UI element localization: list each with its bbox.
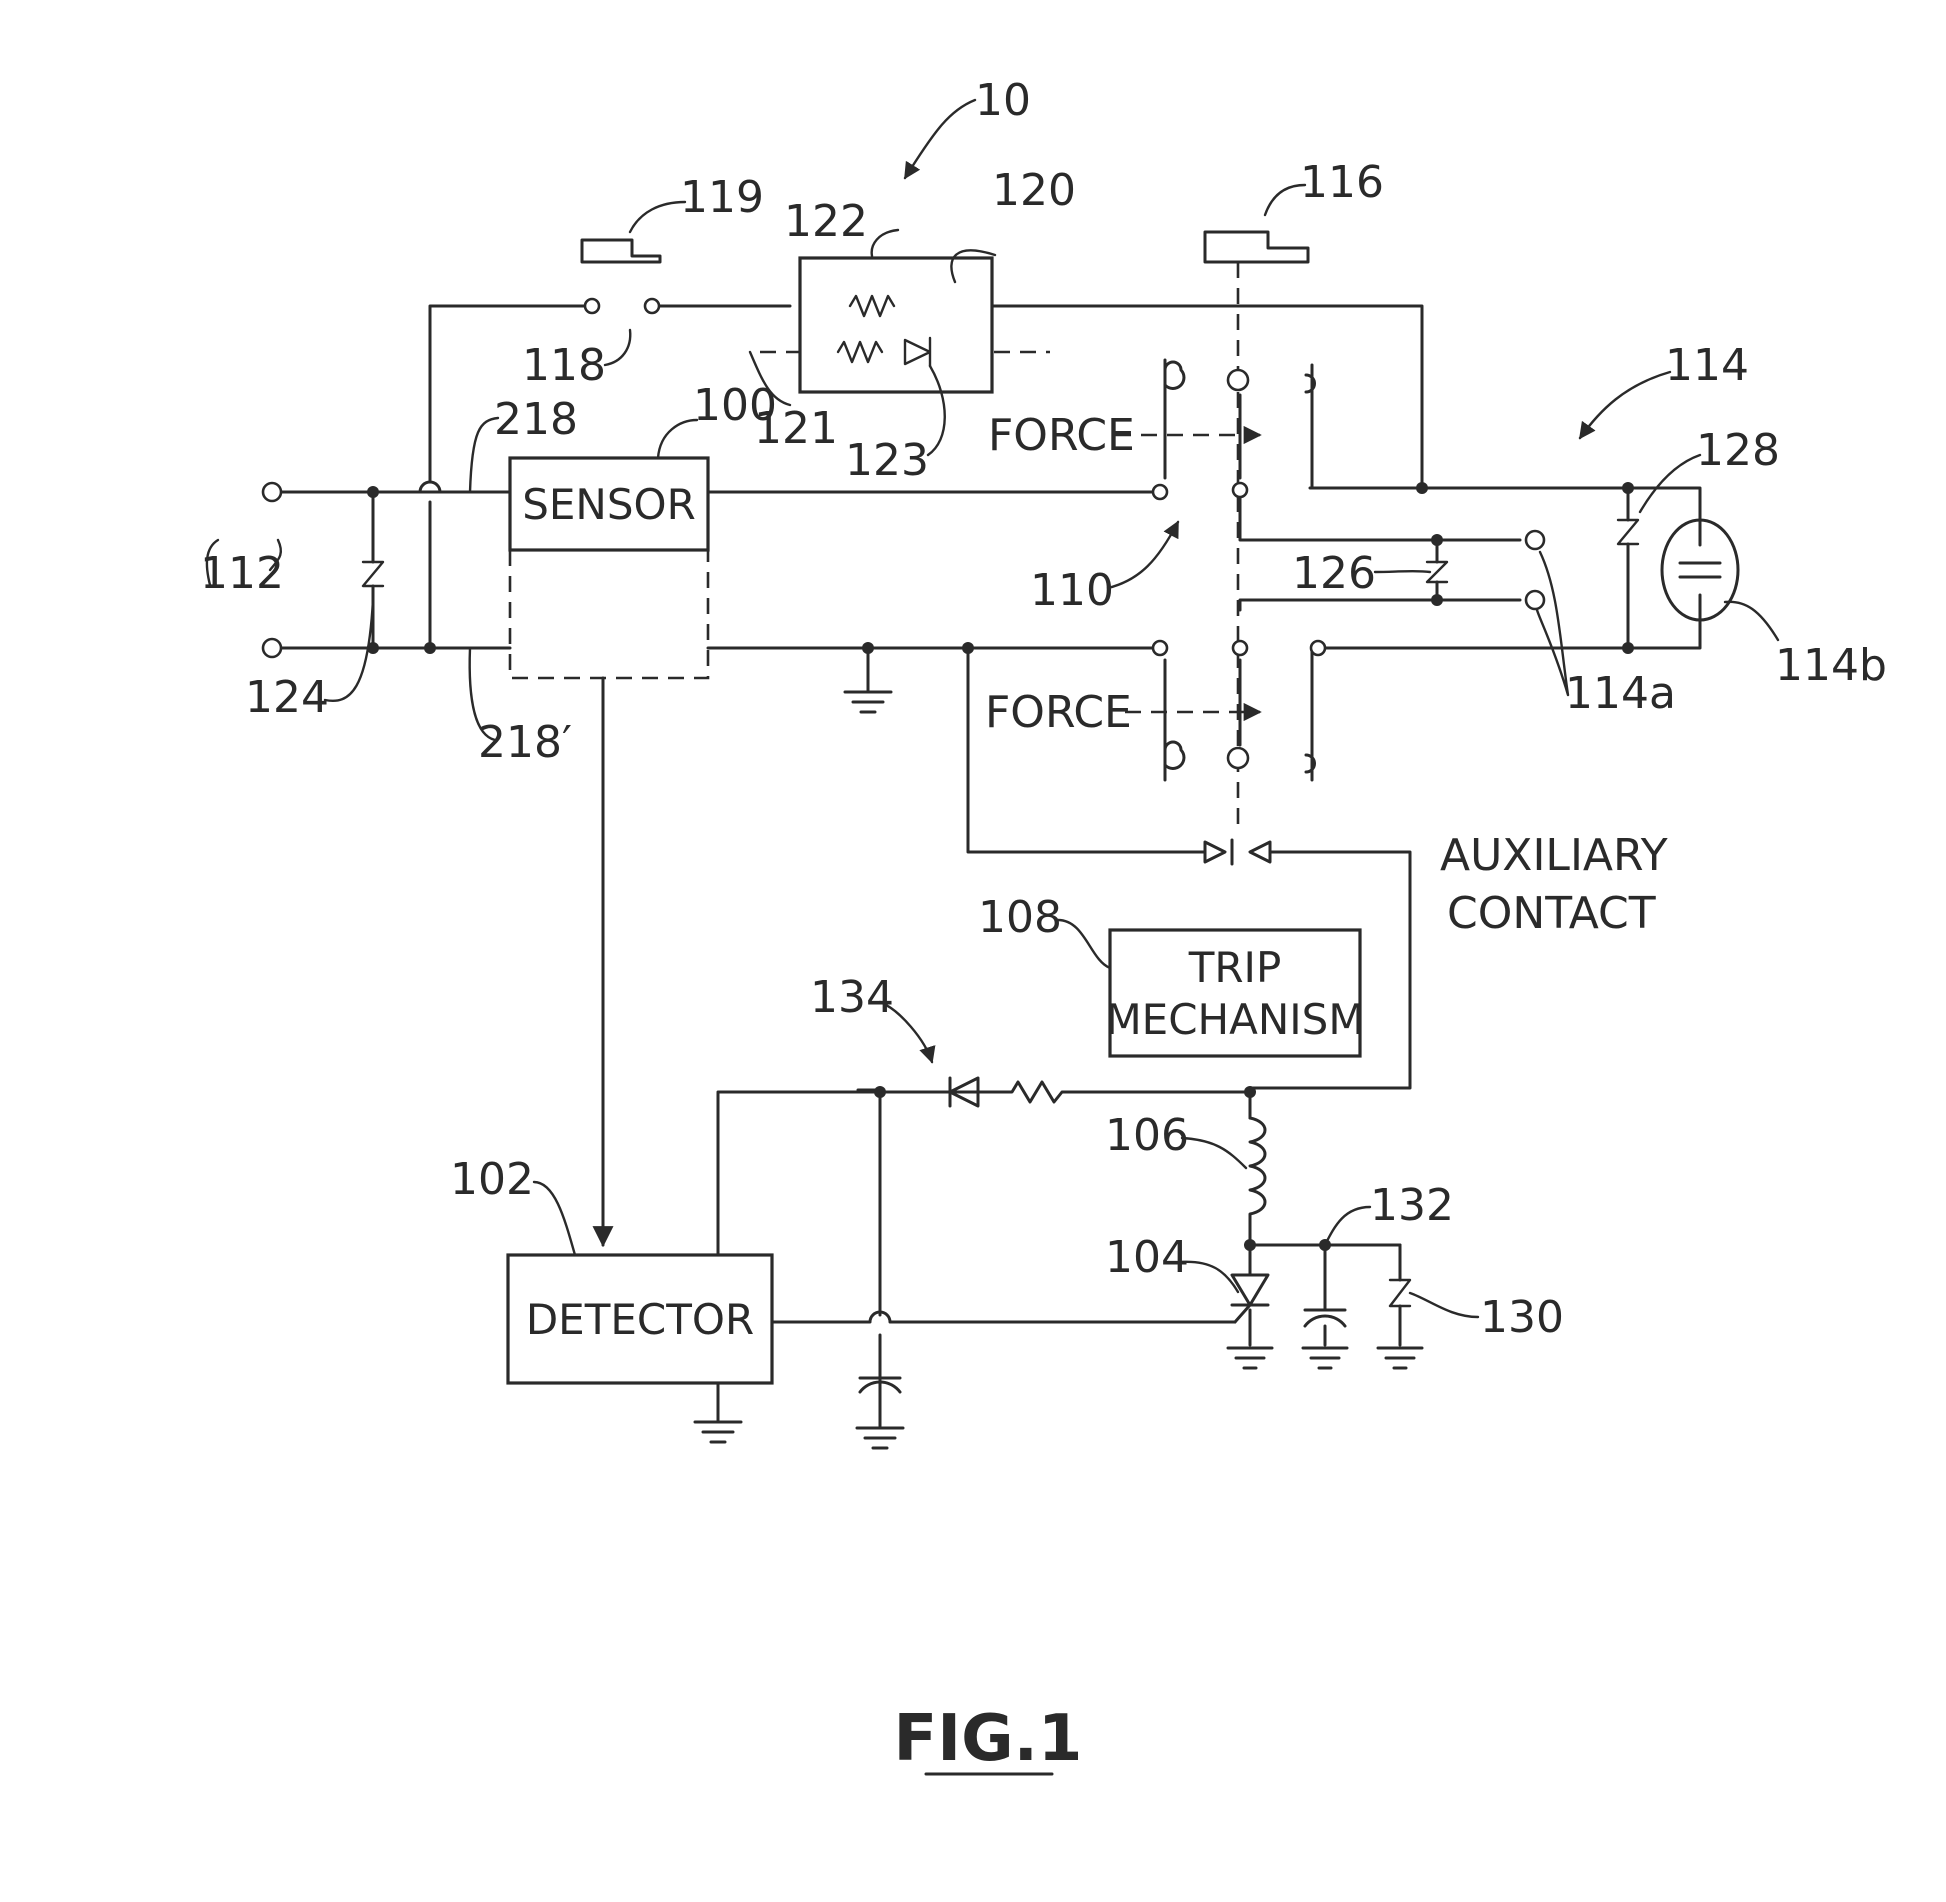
- detector-block: DETECTOR: [508, 1255, 772, 1383]
- ref-134: 134: [810, 972, 894, 1023]
- ref-106: 106: [1105, 1110, 1189, 1161]
- test-button-119: [582, 240, 660, 262]
- test-circuit-120: [800, 258, 992, 392]
- ref-218-prime: 218′: [478, 717, 572, 768]
- ref-10: 10: [975, 75, 1031, 126]
- test-switch-118: [585, 299, 659, 313]
- ref-126: 126: [1292, 548, 1376, 599]
- auxiliary-label-line2: CONTACT: [1447, 888, 1656, 939]
- auxiliary-label-line1: AUXILIARY: [1440, 830, 1668, 881]
- sensor-block: SENSOR: [510, 458, 708, 550]
- ref-108: 108: [978, 892, 1062, 943]
- ref-110: 110: [1030, 565, 1114, 616]
- ref-130: 130: [1480, 1292, 1564, 1343]
- ref-120: 120: [992, 165, 1076, 216]
- auxiliary-contact-symbol: [1205, 840, 1270, 864]
- force-label-bottom: FORCE: [985, 687, 1132, 738]
- ref-218: 218: [494, 394, 578, 445]
- ref-118: 118: [522, 340, 606, 391]
- ref-116: 116: [1300, 157, 1384, 208]
- ref-114: 114: [1665, 340, 1749, 391]
- reset-button-116: [1205, 232, 1308, 262]
- ref-123: 123: [845, 435, 929, 486]
- trip-label-line2: MECHANISM: [1105, 995, 1364, 1044]
- trip-label-line1: TRIP: [1188, 943, 1282, 992]
- ref-119: 119: [680, 172, 764, 223]
- ref-114a: 114a: [1565, 668, 1676, 719]
- ref-112: 112: [200, 548, 284, 599]
- trip-mechanism-block: TRIP MECHANISM: [1105, 930, 1364, 1056]
- sensor-label: SENSOR: [522, 480, 696, 529]
- ref-132: 132: [1370, 1180, 1454, 1231]
- figure-caption: FIG.1: [894, 1702, 1083, 1776]
- ref-114b: 114b: [1775, 640, 1887, 691]
- ref-122: 122: [784, 196, 868, 247]
- force-label-top: FORCE: [988, 410, 1135, 461]
- ref-104: 104: [1105, 1232, 1189, 1283]
- detector-label: DETECTOR: [526, 1295, 754, 1344]
- ref-128: 128: [1696, 425, 1780, 476]
- ref-124: 124: [245, 672, 329, 723]
- ref-102: 102: [450, 1154, 534, 1205]
- ref-121: 121: [754, 403, 838, 454]
